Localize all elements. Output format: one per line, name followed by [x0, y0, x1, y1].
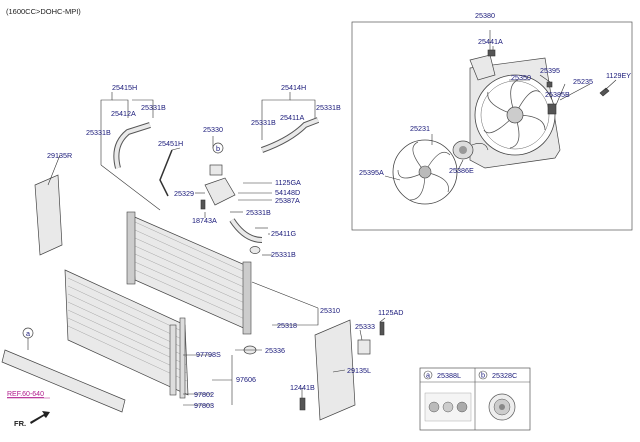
legend-box: a 25388L b 25328C: [419, 367, 531, 431]
air-guard-left[interactable]: [314, 319, 356, 421]
label-25333[interactable]: 25333: [355, 322, 375, 331]
front-label: FR.: [14, 419, 26, 428]
label-54148d[interactable]: 54148D: [275, 188, 300, 197]
engine-spec-header: (1600CC>DOHC-MPI): [6, 7, 81, 16]
legend-b-code: b: [481, 371, 485, 380]
label-25451h[interactable]: 25451H: [158, 139, 183, 148]
legend-a-image: [424, 392, 472, 422]
label-25318[interactable]: 25318: [277, 321, 297, 330]
sensor-18743a[interactable]: [200, 199, 206, 210]
heater-hose[interactable]: [113, 122, 151, 169]
resistor-part[interactable]: [547, 103, 557, 115]
leader-lines: [27, 30, 617, 406]
label-25414h[interactable]: 25414H: [281, 83, 306, 92]
lower-member[interactable]: [1, 349, 126, 413]
callout-a-marker[interactable]: a: [22, 327, 34, 339]
label-29135l[interactable]: 29135L: [347, 366, 371, 375]
label-25231[interactable]: 25231: [410, 124, 430, 133]
label-25387a[interactable]: 25387A: [275, 196, 300, 205]
radiator[interactable]: [126, 211, 252, 335]
label-25411g[interactable]: 25411G: [271, 229, 296, 238]
fan-assembly-group-box: [351, 21, 633, 231]
clip-part[interactable]: [546, 81, 553, 88]
label-25235[interactable]: 25235: [573, 77, 593, 86]
reference-link[interactable]: REF.60-640: [7, 391, 44, 398]
lower-hose[interactable]: [229, 218, 263, 243]
legend-a-code: a: [426, 371, 430, 380]
bolt-12441b[interactable]: [299, 397, 306, 411]
label-25386e[interactable]: 25386E: [449, 166, 474, 175]
label-25330[interactable]: 25330: [203, 125, 223, 134]
label-1129ey[interactable]: 1129EY: [606, 71, 631, 80]
label-25441a[interactable]: 25441A: [478, 37, 503, 46]
fan-blade[interactable]: [392, 139, 458, 205]
front-direction-arrow: FR.: [14, 411, 50, 428]
label-25331b-mid[interactable]: 25331B: [246, 208, 271, 217]
label-25415h[interactable]: 25415H: [112, 83, 137, 92]
label-12441b[interactable]: 12441B: [290, 383, 315, 392]
upper-hose[interactable]: [260, 117, 320, 153]
label-25331b-lower[interactable]: 25331B: [271, 250, 296, 259]
label-1125ga[interactable]: 1125GA: [275, 178, 301, 187]
legend-b[interactable]: b 25328C: [478, 371, 517, 421]
callout-b-label: b: [216, 144, 220, 153]
label-97803[interactable]: 97803: [194, 401, 214, 410]
label-25395[interactable]: 25395: [540, 66, 560, 75]
fan-motor[interactable]: [452, 140, 489, 160]
part-labels: 25380 25441A 25350 25395 25235 1129EY 25…: [47, 11, 631, 410]
label-25380[interactable]: 25380: [475, 11, 495, 20]
thermostat-housing[interactable]: [204, 164, 236, 206]
label-25385b[interactable]: 25385B: [545, 90, 570, 99]
label-25329[interactable]: 25329: [174, 189, 194, 198]
label-97802[interactable]: 97802: [194, 390, 214, 399]
cap-part-25441a[interactable]: [487, 49, 496, 57]
legend-a[interactable]: a 25388L: [423, 371, 472, 422]
label-1125ad[interactable]: 1125AD: [378, 308, 403, 317]
label-97798s[interactable]: 97798S: [196, 350, 221, 359]
label-25310[interactable]: 25310: [320, 306, 340, 315]
label-25331b-left[interactable]: 25331B: [86, 128, 111, 137]
label-97606[interactable]: 97606: [236, 375, 256, 384]
label-25331b-heater[interactable]: 25331B: [141, 103, 166, 112]
callout-b-marker[interactable]: b: [212, 142, 224, 154]
reservoir-tank[interactable]: [469, 54, 496, 81]
small-hose[interactable]: [159, 149, 173, 197]
bolt-1125ad[interactable]: [379, 321, 385, 336]
label-25336[interactable]: 25336: [265, 346, 285, 355]
label-25331b-upper-left[interactable]: 25331B: [251, 118, 276, 127]
label-25331b-upper-right[interactable]: 25331B: [316, 103, 341, 112]
label-25350[interactable]: 25350: [511, 73, 531, 82]
bolt-part-1129ey[interactable]: [599, 87, 610, 97]
callout-a-label: a: [26, 329, 30, 338]
bracket-25333[interactable]: [357, 339, 371, 355]
label-18743a[interactable]: 18743A: [192, 216, 217, 225]
legend-b-part: 25328C: [492, 371, 517, 380]
label-25412a[interactable]: 25412A: [111, 109, 136, 118]
legend-a-part: 25388L: [437, 371, 461, 380]
label-25395a[interactable]: 25395A: [359, 168, 384, 177]
air-guard-right[interactable]: [34, 174, 63, 256]
label-29135r[interactable]: 29135R: [47, 151, 72, 160]
label-25411a[interactable]: 25411A: [280, 113, 304, 122]
receiver-drier[interactable]: [169, 317, 186, 399]
fan-shroud[interactable]: [469, 57, 561, 169]
legend-b-image: [488, 393, 516, 421]
hose-clamp[interactable]: [249, 246, 261, 254]
